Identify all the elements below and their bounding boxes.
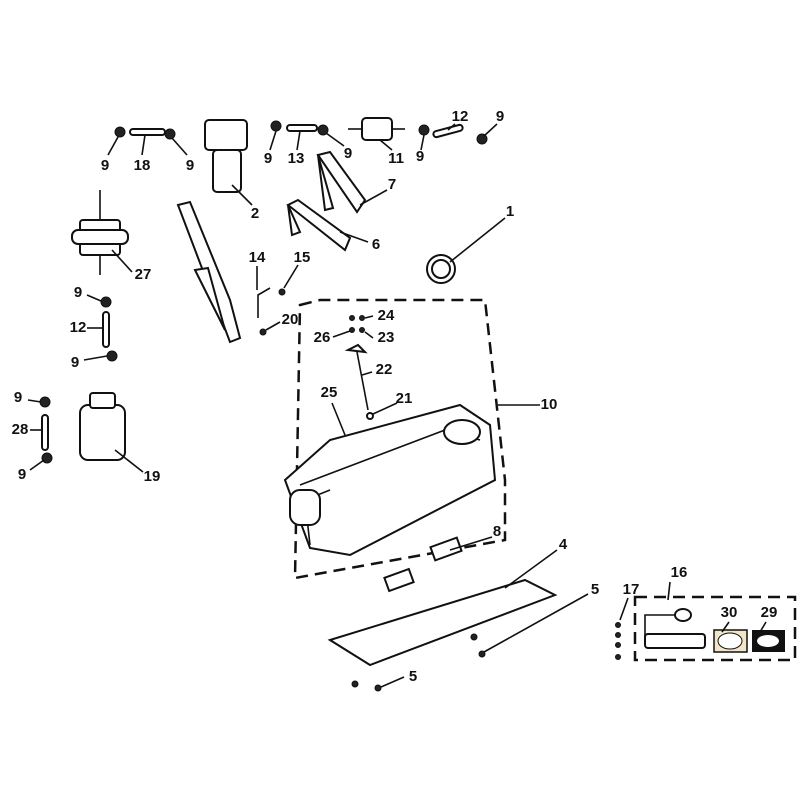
callout-20: 20: [282, 311, 299, 328]
callout-25: 25: [321, 384, 338, 401]
sender-group-box: [633, 595, 797, 662]
callout-9: 9: [74, 284, 82, 301]
callout-9: 9: [14, 389, 22, 406]
top-fittings: [114, 117, 488, 145]
callout-23: 23: [378, 329, 395, 346]
callout-27: 27: [135, 266, 152, 283]
callout-4: 4: [559, 536, 568, 553]
callout-21: 21: [396, 390, 413, 407]
hose-14-15-20: [257, 287, 286, 336]
filter-19: [79, 392, 126, 461]
callout-9: 9: [18, 466, 26, 483]
callout-7: 7: [388, 176, 396, 193]
callout-9: 9: [496, 108, 504, 125]
skid-plate-4: [327, 536, 558, 692]
callout-19: 19: [144, 468, 161, 485]
callout-2: 2: [251, 205, 259, 222]
fuel-pump-27: [71, 190, 129, 275]
callout-9: 9: [101, 157, 109, 174]
callout-5: 5: [409, 668, 417, 685]
brackets-6-7: [176, 150, 367, 344]
callout-13: 13: [288, 150, 305, 167]
left-fittings: [39, 296, 118, 464]
callout-26: 26: [314, 329, 331, 346]
callout-9: 9: [264, 150, 272, 167]
fuel-cap-1: [426, 254, 456, 284]
callout-9: 9: [416, 148, 424, 165]
fuel-tank-10: [283, 403, 497, 557]
callout-15: 15: [294, 249, 311, 266]
callout-14: 14: [249, 249, 266, 266]
sender-parts-21-26: [344, 315, 374, 420]
callout-1: 1: [506, 203, 514, 220]
fuel-filter-2: [204, 119, 248, 193]
tank-group-box: [293, 298, 507, 580]
callout-8: 8: [493, 523, 501, 540]
sender-16-29-30: [615, 608, 785, 660]
callout-30: 30: [721, 604, 738, 621]
callout-18: 18: [134, 157, 151, 174]
callout-5: 5: [591, 581, 599, 598]
callout-16: 16: [671, 564, 688, 581]
callout-10: 10: [541, 396, 558, 413]
callout-29: 29: [761, 604, 778, 621]
callout-22: 22: [376, 361, 393, 378]
callout-9: 9: [186, 157, 194, 174]
callout-24: 24: [378, 307, 395, 324]
callout-6: 6: [372, 236, 380, 253]
callout-labels: 9 18 9 2 9 13 9 11 12 9 9 7 1 6 27 14 15…: [12, 108, 778, 685]
callout-12: 12: [452, 108, 469, 125]
callout-12: 12: [70, 319, 87, 336]
callout-28: 28: [12, 421, 29, 438]
callout-11: 11: [388, 150, 404, 167]
callout-9: 9: [71, 354, 79, 371]
callout-17: 17: [623, 581, 640, 598]
callout-9: 9: [344, 145, 352, 162]
leader-lines: [27, 123, 767, 688]
